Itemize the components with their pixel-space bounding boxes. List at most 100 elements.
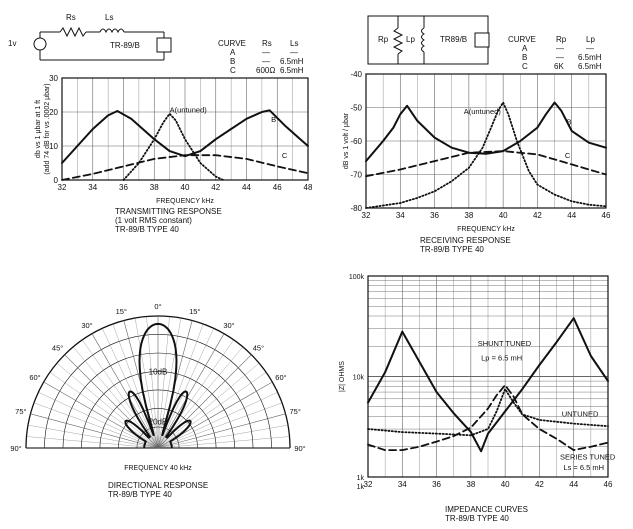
dir-grid-spoke — [27, 424, 159, 449]
rx-series-c — [365, 150, 607, 178]
rx-x-tick-label: 40 — [499, 211, 508, 220]
tx-x-tick-label: 46 — [273, 183, 282, 192]
dir-grid-spoke — [157, 392, 278, 449]
imp-series-untuned — [367, 388, 609, 437]
dir-grid-spoke — [157, 402, 283, 449]
imp-grid — [367, 275, 609, 478]
dir-grid-spoke — [38, 392, 159, 449]
dir-angle-tick-label: 60° — [29, 373, 40, 382]
rx-x-tick-label: 36 — [430, 211, 439, 220]
rx-annotation: C — [565, 151, 571, 160]
imp-series-series-tuned — [367, 384, 609, 452]
dir-grid-spoke — [157, 346, 243, 449]
imp-x-tick-label: 38 — [466, 480, 475, 489]
dir-grid-spoke — [146, 316, 159, 449]
dir-grid-spoke — [157, 413, 286, 449]
rx-y-axis-label: dB vs 1 volt / μbar — [343, 112, 350, 169]
dir-grid-spoke — [157, 316, 170, 449]
tx-caption-3: TR-89/B TYPE 40 — [115, 225, 179, 234]
imp-annotation: Lp = 6.5 mH — [481, 353, 522, 362]
directional-response-chart: 90°75°60°45°30°15°0°15°30°45°60°75°90°10… — [10, 302, 305, 472]
imp-y-tick-label: 10k — [353, 375, 365, 382]
imp-series-shunt-tuned — [367, 317, 609, 453]
tx-x-axis-label: FREQUENCY kHz — [156, 198, 214, 205]
rx-transducer-label: TR89/B — [440, 35, 467, 44]
dir-grid-spoke — [134, 317, 159, 449]
dir-angle-tick-label: 75° — [15, 407, 26, 416]
imp-x-tick-label: 44 — [569, 480, 578, 489]
tx-y-axis-label-2: (add 74 dB for vs .0002 μbar) — [44, 83, 51, 174]
rx-y-tick-label: -60 — [350, 137, 362, 146]
tx-table-r1c0: B — [230, 57, 235, 66]
rx-x-tick-label: 34 — [396, 211, 405, 220]
imp-caption-1: IMPEDANCE CURVES — [445, 505, 528, 514]
rx-curve-table: CURVE Rp Lp A — — B — 6.5mH C 6K 6.5mH — [508, 35, 602, 71]
imp-y-axis-label: |Z| OHMS — [339, 361, 346, 392]
imp-x-tick-label: 32 — [364, 480, 373, 489]
rx-table-h2: Lp — [586, 35, 595, 44]
tx-x-tick-label: 42 — [211, 183, 220, 192]
tx-table-r1c2: 6.5mH — [280, 57, 304, 66]
tx-ls-label: Ls — [105, 13, 113, 22]
rx-table-r1c0: B — [522, 53, 527, 62]
dir-angle-tick-label: 15° — [189, 307, 200, 316]
tx-annotation: A(untuned) — [170, 106, 208, 115]
tx-y-tick-label: 10 — [49, 142, 58, 151]
imp-x-tick-label: 40 — [501, 480, 510, 489]
tx-series-a-untuned- — [122, 112, 225, 181]
tx-table-r0c2: — — [290, 48, 298, 57]
dir-angle-tick-label: 90° — [10, 444, 21, 453]
dir-radial-label: 10dB — [149, 367, 168, 376]
rx-x-tick-label: 44 — [567, 211, 576, 220]
dir-angle-tick-label: 30° — [223, 321, 234, 330]
tx-schematic — [33, 26, 172, 61]
rx-plot-frame — [365, 73, 607, 209]
dir-grid-spoke — [157, 436, 290, 449]
tx-x-tick-label: 34 — [88, 183, 97, 192]
rx-rp-label: Rp — [378, 35, 389, 44]
rx-x-tick-label: 46 — [602, 211, 611, 220]
tx-table-r0c0: A — [230, 48, 236, 57]
imp-annotation: SHUNT TUNED — [478, 339, 532, 348]
rx-x-tick-label: 38 — [464, 211, 473, 220]
rx-series-b — [365, 101, 607, 163]
rx-lp-label: Lp — [406, 35, 415, 44]
rx-table-r2c2: 6.5mH — [578, 62, 602, 71]
tx-caption-1: TRANSMITTING RESPONSE — [115, 207, 222, 216]
dir-series-pattern — [124, 322, 192, 449]
dir-angle-tick-label: 0° — [154, 302, 161, 311]
rx-table-r0c2: — — [586, 44, 594, 53]
tx-x-tick-label: 44 — [242, 183, 251, 192]
dir-angle-tick-label: 75° — [289, 407, 300, 416]
dir-grid-spoke — [157, 372, 267, 449]
tx-table-r2c2: 6.5mH — [280, 66, 304, 75]
imp-x-tick-label: 46 — [604, 480, 613, 489]
tx-table-h1: Rs — [262, 39, 272, 48]
dir-angle-tick-label: 45° — [253, 344, 264, 353]
dir-grid-spoke — [56, 363, 159, 449]
dir-angle-tick-label: 15° — [116, 307, 127, 316]
rx-caption-1: RECEIVING RESPONSE — [420, 236, 511, 245]
tx-table-h0: CURVE — [218, 39, 246, 48]
tx-x-tick-label: 38 — [150, 183, 159, 192]
tx-table-r2c1: 600Ω — [256, 66, 275, 75]
tx-series-b — [61, 109, 309, 164]
tx-x-tick-label: 36 — [119, 183, 128, 192]
rx-table-h0: CURVE — [508, 35, 536, 44]
rx-schematic — [367, 15, 490, 65]
rx-x-tick-label: 42 — [533, 211, 542, 220]
dir-grid-spoke — [157, 317, 182, 449]
rx-table-r2c0: C — [522, 62, 528, 71]
imp-y-tick-label: 100k — [349, 274, 365, 281]
tx-table-r1c1: — — [262, 57, 270, 66]
imp-y-tick-label: 1k — [357, 484, 365, 491]
dir-angle-tick-label: 60° — [275, 373, 286, 382]
rx-y-tick-label: -80 — [350, 204, 362, 213]
imp-plot-frame — [367, 275, 609, 478]
dir-x-axis-label: FREQUENCY 40 kHz — [124, 465, 192, 472]
tx-source-label: 1v — [8, 39, 16, 48]
tx-table-h2: Ls — [290, 39, 298, 48]
